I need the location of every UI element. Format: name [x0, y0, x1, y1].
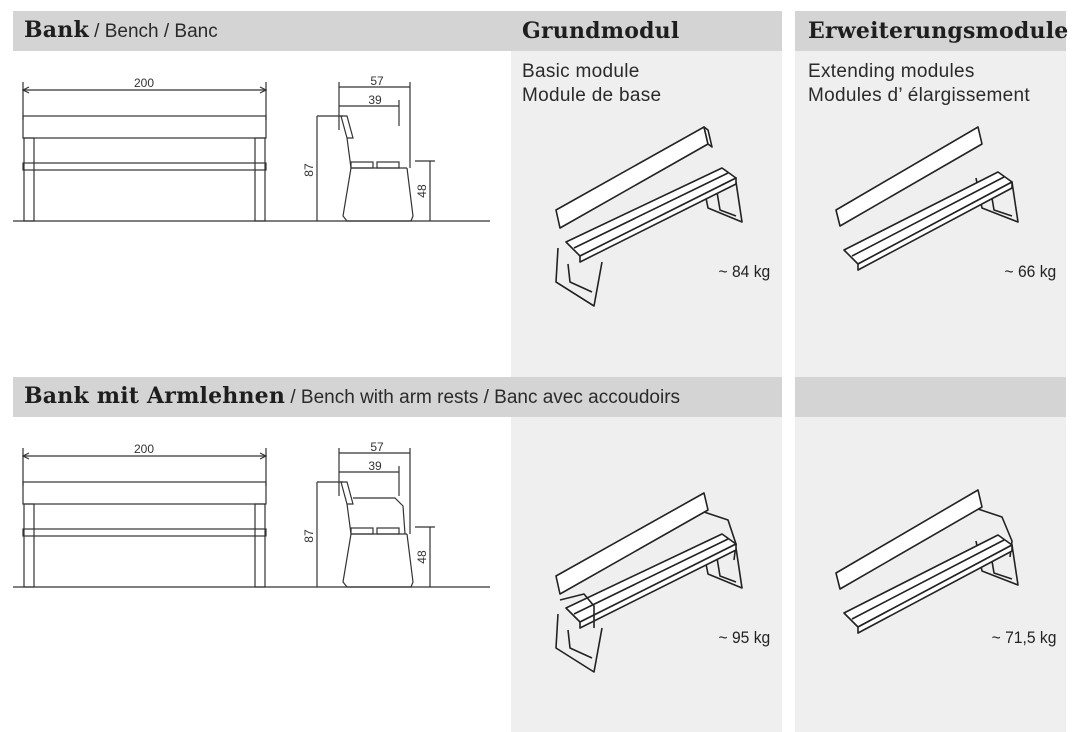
basic-module-line1: Basic module — [522, 61, 640, 82]
extending-bench-illustration — [835, 126, 1019, 271]
section1-header-band — [13, 11, 782, 51]
bench-front-view: 200 — [13, 76, 490, 222]
basic-module-subtitle: Basic module Module de base — [522, 60, 661, 108]
section2-header-band — [13, 377, 782, 417]
section1-heading: Bank / Bench / Banc — [24, 17, 218, 43]
extending-modules-title: Erweiterungsmodule — [808, 18, 1069, 44]
seat-height-label: 48 — [415, 184, 429, 198]
arm-seat-height-label: 48 — [415, 550, 429, 564]
extending-modules-line1: Extending modules — [808, 61, 975, 82]
arm-seat-depth-label: 39 — [368, 459, 382, 473]
section2-title: Bank mit Armlehnen — [24, 383, 286, 409]
basic-arm-weight: ~ 95 kg — [718, 628, 770, 647]
extending-modules-subtitle: Extending modules Modules d’ élargisseme… — [808, 60, 1030, 108]
section2-extending-header-band — [795, 377, 1066, 417]
section2-heading: Bank mit Armlehnen / Bench with arm rest… — [24, 383, 680, 409]
extending-header-band — [795, 11, 1066, 51]
basic-bench-illustration — [555, 126, 743, 307]
front-width-label: 200 — [134, 76, 154, 90]
section1-title: Bank — [24, 17, 89, 43]
extending-modules-line2: Modules d’ élargissement — [808, 85, 1030, 106]
basic-bench-weight: ~ 84 kg — [718, 262, 770, 281]
height-label: 87 — [302, 163, 316, 177]
extending-bench-weight: ~ 66 kg — [1004, 262, 1056, 281]
section1-subtitle: / Bench / Banc — [88, 21, 218, 42]
seat-depth-label: 39 — [368, 93, 382, 107]
extending-armrest-bench-illustration — [835, 489, 1019, 634]
arm-height-label: 87 — [302, 529, 316, 543]
basic-module-line2: Module de base — [522, 85, 662, 106]
depth-label: 57 — [370, 74, 384, 88]
basic-module-title: Grundmodul — [522, 18, 680, 44]
basic-armrest-bench-illustration — [555, 492, 743, 673]
basic-module-column — [511, 11, 782, 732]
bench-side-view: 57 39 87 48 — [302, 74, 435, 222]
extending-modules-column — [795, 11, 1066, 732]
section2-subtitle: / Bench with arm rests / Banc avec accou… — [285, 387, 681, 408]
armrest-bench-side-view: 57 39 87 48 — [302, 440, 435, 588]
arm-depth-label: 57 — [370, 440, 384, 454]
extending-arm-weight: ~ 71,5 kg — [991, 628, 1056, 647]
arm-front-width-label: 200 — [134, 442, 154, 456]
